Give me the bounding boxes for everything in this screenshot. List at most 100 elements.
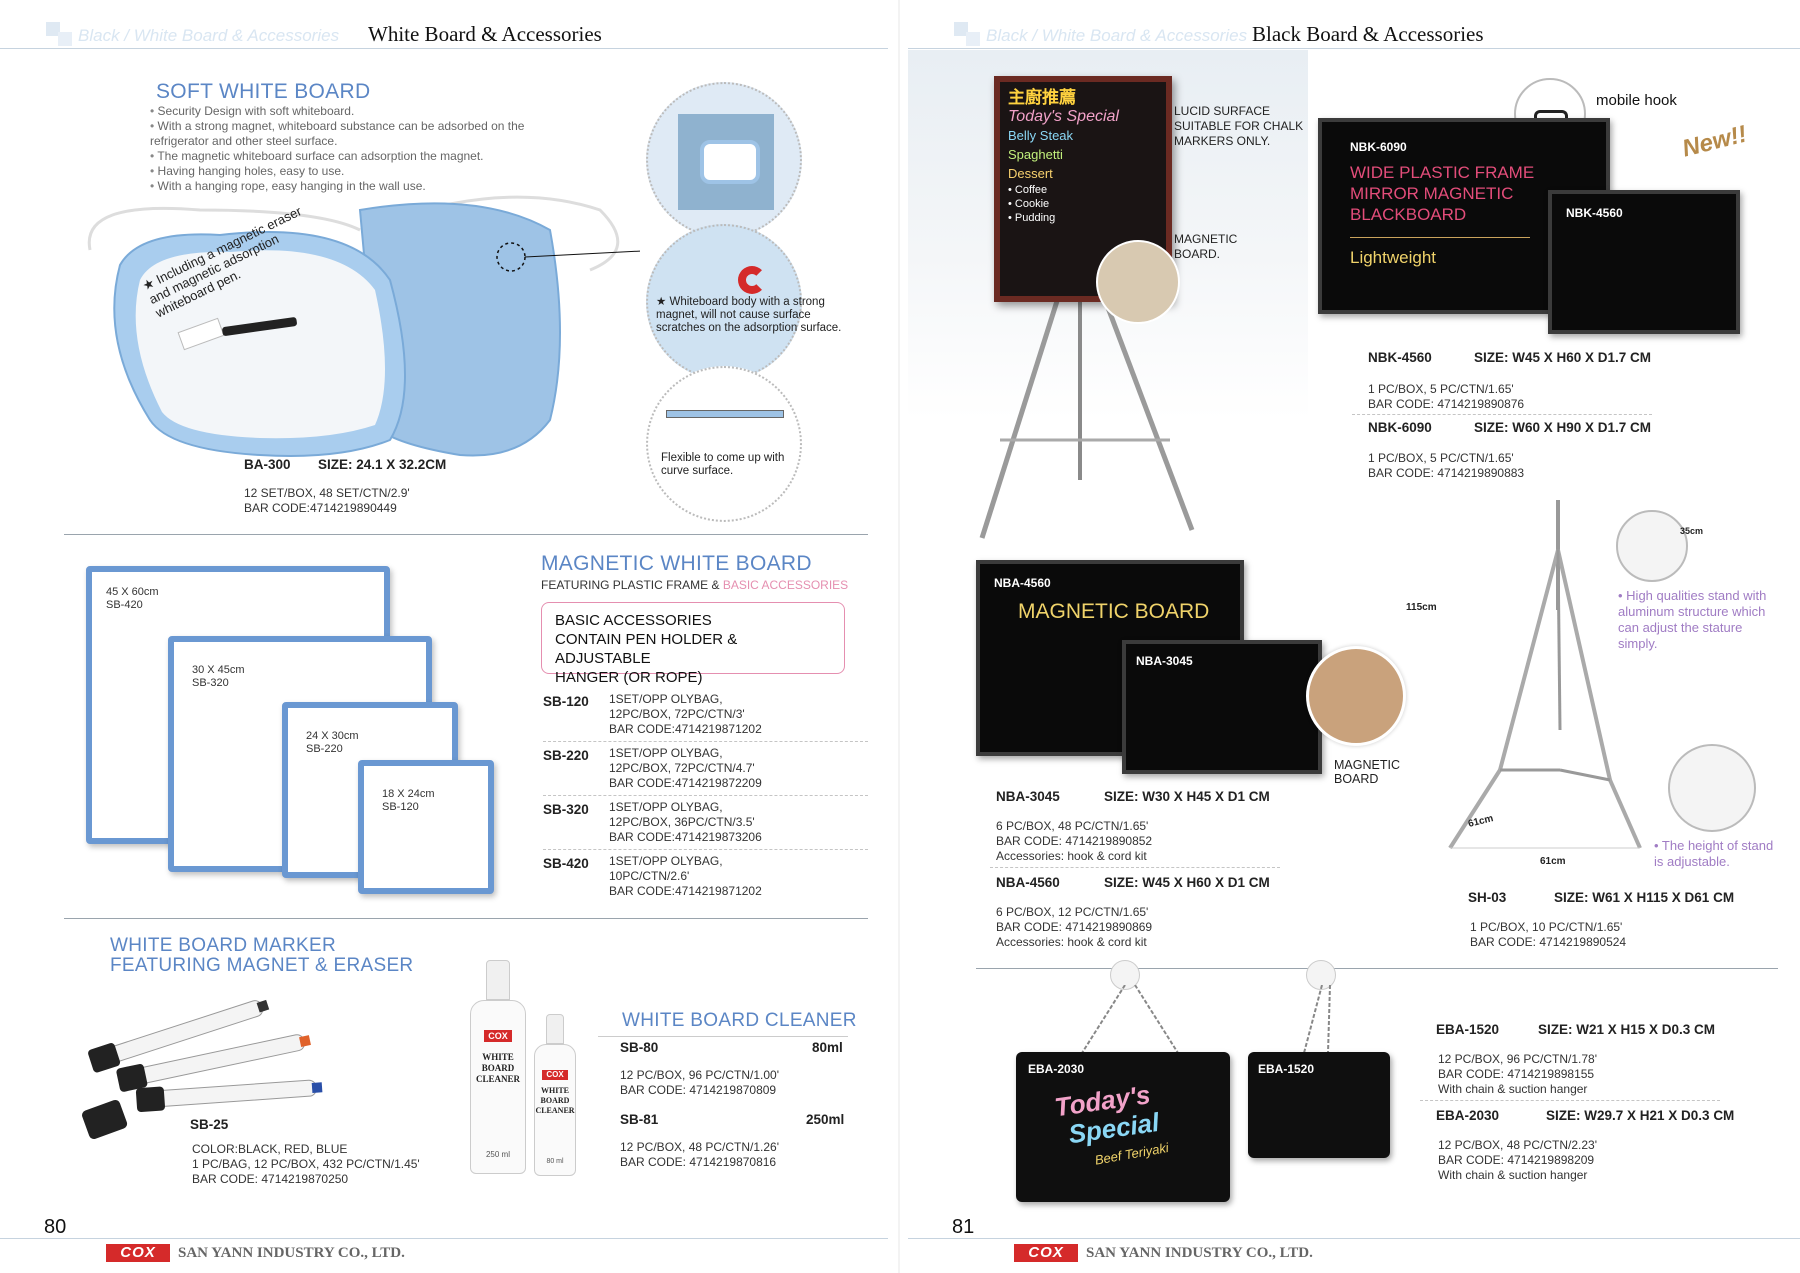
- stand-height-note: • The height of stand is adjustable.: [1654, 838, 1774, 869]
- product-code: BA-300: [244, 457, 291, 472]
- spec-line: 12PC/BOX, 36PC/CTN/3.5': [609, 815, 755, 829]
- spec-divider: [1352, 414, 1652, 415]
- header-rule: [0, 48, 888, 49]
- page-seam: [898, 0, 900, 1273]
- header-square-decor: [954, 22, 968, 36]
- magnetic-board-spec-list: SB-120 1SET/OPP OLYBAG, 12PC/BOX, 72PC/C…: [543, 692, 868, 908]
- product-code: SH-03: [1468, 890, 1507, 905]
- marker-pack: 1 PC/BAG, 12 PC/BOX, 432 PC/CTN/1.45': [192, 1157, 420, 1171]
- spec-row: SB-120 1SET/OPP OLYBAG, 12PC/BOX, 72PC/C…: [543, 692, 868, 746]
- header-square-decor: [46, 22, 60, 36]
- marker-color: COLOR:BLACK, RED, BLUE: [192, 1142, 348, 1156]
- chalkboard-eba-2030: EBA-2030 Today's Special Beef Teriyaki: [1016, 1052, 1230, 1202]
- food-detail-circle: [1306, 646, 1406, 746]
- feature-item: Security Design with soft whiteboard.: [150, 104, 570, 119]
- product-size: SIZE: W45 X H60 X D1.7 CM: [1474, 350, 1652, 365]
- pack-info: 12 PC/BOX, 48 PC/CTN/2.23': [1438, 1138, 1598, 1152]
- menu-line: Dessert: [1008, 166, 1053, 181]
- pack-info: 12 SET/BOX, 48 SET/CTN/2.9': [244, 486, 410, 500]
- spec-line: 1SET/OPP OLYBAG,: [609, 854, 723, 868]
- company-name: SAN YANN INDUSTRY CO., LTD.: [1086, 1245, 1313, 1261]
- bar-code: BAR CODE: 4714219898209: [1438, 1153, 1595, 1167]
- board-code: NBA-3045: [1136, 654, 1193, 668]
- cleaner-pack: 12 PC/BOX, 96 PC/CTN/1.00': [620, 1068, 780, 1082]
- product-code: NBA-3045: [996, 789, 1060, 804]
- cleaner-volume: 250ml: [806, 1112, 845, 1127]
- box-line: CONTAIN PEN HOLDER & ADJUSTABLE: [555, 631, 738, 667]
- product-size: SIZE: W30 X H45 X D1 CM: [1104, 789, 1270, 804]
- bar-code: BAR CODE: 4714219890852: [996, 834, 1153, 848]
- cleaner-code: SB-80: [620, 1040, 659, 1055]
- board-code: SB-120: [382, 801, 419, 813]
- board-headline: MAGNETIC BOARD: [1018, 600, 1210, 623]
- bottle-volume: 80 ml: [546, 1158, 564, 1165]
- blackboard-nbk-6090: NBK-6090 WIDE PLASTIC FRAME MIRROR MAGNE…: [1318, 118, 1610, 314]
- soft-board-features: Security Design with soft whiteboard. Wi…: [150, 104, 570, 194]
- spec-line: 1SET/OPP OLYBAG,: [609, 692, 723, 706]
- spec-code: SB-120: [543, 694, 589, 709]
- pack-info: 1 PC/BOX, 10 PC/CTN/1.65': [1470, 920, 1623, 934]
- product-size: SIZE: W45 X H60 X D1 CM: [1104, 875, 1270, 890]
- dimension-width: 61cm: [1540, 856, 1566, 867]
- spec-row: SB-320 1SET/OPP OLYBAG, 12PC/BOX, 36PC/C…: [543, 800, 868, 854]
- board-code: NBK-6090: [1350, 140, 1407, 154]
- magnet-note: ★ Whiteboard body with a strong magnet, …: [656, 296, 842, 334]
- cleaner-barcode: BAR CODE: 4714219870816: [620, 1155, 777, 1169]
- page-number: 80: [44, 1216, 67, 1238]
- box-line: HANGER (OR ROPE): [555, 669, 703, 686]
- tripod-stand-image: [1448, 500, 1642, 850]
- feature-item: Having hanging holes, easy to use.: [150, 164, 570, 179]
- menu-line: Spaghetti: [1008, 147, 1063, 162]
- spec-row: SB-420 1SET/OPP OLYBAG, 10PC/CTN/2.6' BA…: [543, 854, 868, 908]
- spec-line: 10PC/CTN/2.6': [609, 869, 690, 883]
- hook-label: mobile hook: [1596, 92, 1677, 109]
- ghost-header: Black / White Board & Accessories: [78, 26, 340, 45]
- bar-code: BAR CODE:4714219890449: [244, 501, 397, 515]
- board-size: 24 X 30cm: [306, 730, 359, 742]
- product-code: EBA-2030: [1436, 1108, 1500, 1123]
- product-size: SIZE: W61 X H115 X D61 CM: [1554, 890, 1735, 905]
- menu-line: Belly Steak: [1008, 128, 1074, 143]
- footer-rule: [908, 1238, 1800, 1239]
- cox-logo: COX: [484, 1030, 512, 1042]
- spec-code: SB-220: [543, 748, 589, 763]
- board-size: 18 X 24cm: [382, 788, 435, 800]
- board-size: 45 X 60cm: [106, 586, 159, 598]
- spec-line: 1SET/OPP OLYBAG,: [609, 746, 723, 760]
- spec-row: SB-220 1SET/OPP OLYBAG, 12PC/BOX, 72PC/C…: [543, 746, 868, 800]
- board-code: NBA-4560: [994, 576, 1051, 590]
- page-number: 81: [952, 1216, 975, 1238]
- cleaner-title: WHITE BOARD CLEANER: [622, 1010, 857, 1031]
- accessories: With chain & suction hanger: [1438, 1082, 1588, 1096]
- bottle-label: WHITE BOARD CLEANER: [535, 1086, 575, 1115]
- board-headline: WIDE PLASTIC FRAME: [1350, 163, 1535, 182]
- accessories: With chain & suction hanger: [1438, 1168, 1588, 1182]
- board-lightweight: Lightweight: [1350, 248, 1437, 267]
- spec-code: SB-420: [543, 856, 589, 871]
- fridge-photo-circle: [646, 82, 802, 238]
- spec-line: 12PC/BOX, 72PC/CTN/3': [609, 707, 745, 721]
- cox-logo: COX: [542, 1070, 568, 1080]
- spec-line: 1SET/OPP OLYBAG,: [609, 800, 723, 814]
- ghost-header: Black / White Board & Accessories: [986, 26, 1248, 45]
- cleaner-pack: 12 PC/BOX, 48 PC/CTN/1.26': [620, 1140, 780, 1154]
- cleaner-code: SB-81: [620, 1112, 659, 1127]
- blackboard-nbk-4560: NBK-4560: [1548, 190, 1740, 334]
- suction-hanger: [1306, 960, 1336, 990]
- board-code: NBK-4560: [1566, 206, 1623, 220]
- menu-line: • Coffee: [1008, 184, 1048, 196]
- menu-line: • Cookie: [1008, 198, 1050, 210]
- cox-logo: COX: [106, 1244, 170, 1262]
- adjust-detail-circle: [1616, 510, 1688, 582]
- accessories: Accessories: hook & cord kit: [996, 849, 1147, 863]
- menu-line: Today's Special: [1008, 108, 1119, 125]
- soft-board-image: [87, 195, 640, 457]
- hanging-chains: [1081, 985, 1331, 1054]
- header-square-decor: [966, 32, 980, 46]
- product-code: NBK-4560: [1368, 350, 1432, 365]
- spec-line: BAR CODE:4714219872209: [609, 776, 762, 790]
- marker-title-line: FEATURING MAGNET & ERASER: [110, 955, 414, 976]
- marker-code: SB-25: [190, 1117, 229, 1132]
- marker-barcode: BAR CODE: 4714219870250: [192, 1172, 349, 1186]
- product-size: SIZE: W21 X H15 X D0.3 CM: [1538, 1022, 1716, 1037]
